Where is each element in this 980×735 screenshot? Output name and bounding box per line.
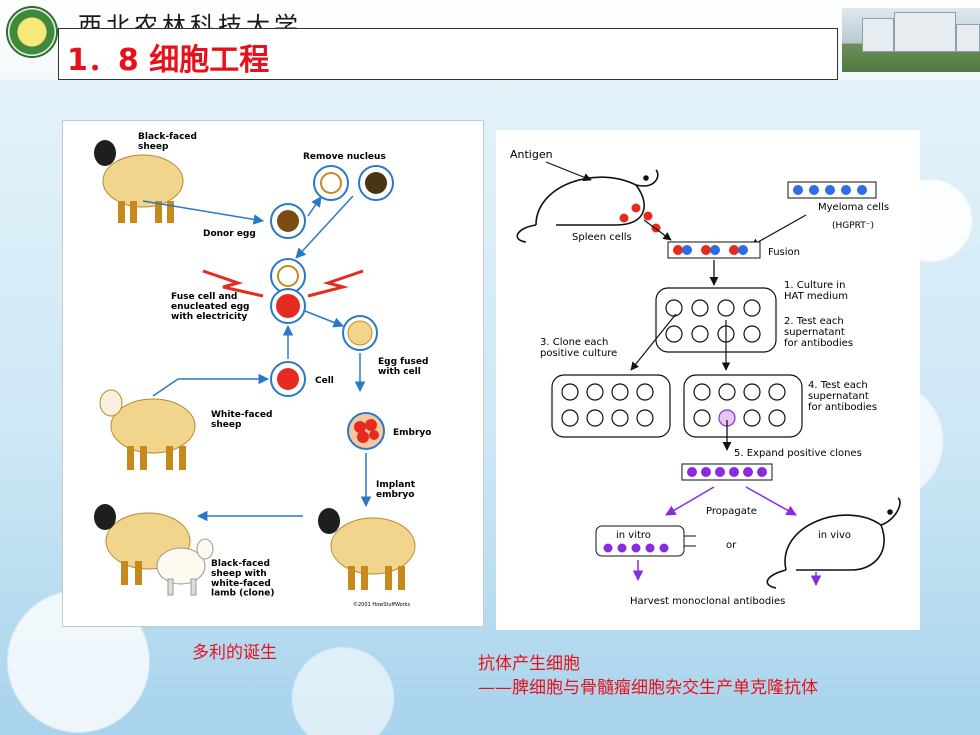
expand-clones-tube [681, 463, 773, 481]
label-remove-nucleus: Remove nucleus [303, 152, 386, 162]
culture-plate-1 [655, 287, 777, 353]
culture-plate-3 [683, 374, 803, 438]
egg-removing-nucleus-icons [313, 165, 394, 201]
donor-egg-icon [270, 203, 306, 239]
label-in-vitro: in vitro [616, 530, 651, 541]
label-line: enucleated egg [171, 302, 250, 312]
label-antigen: Antigen [510, 148, 553, 161]
university-logo-icon [6, 6, 58, 58]
label-line: supernatant [784, 327, 845, 338]
label-line: for antibodies [784, 338, 853, 349]
label-line: with cell [378, 367, 421, 377]
label-hgprt: (HGPRT⁻) [832, 221, 874, 231]
in-vitro-tube [595, 525, 696, 557]
label-embryo: Embryo [393, 428, 431, 438]
caption-antibody-subtitle: ——脾细胞与骨髓瘤细胞杂交生产单克隆抗体 [478, 678, 818, 698]
caption-dolly: 多利的诞生 [192, 643, 277, 663]
label-or: or [726, 540, 737, 551]
label-line: sheep [211, 420, 242, 430]
cell-icon [270, 361, 306, 397]
university-name: 西北农林科技大学 [78, 12, 302, 28]
label-spleen-cells: Spleen cells [572, 232, 632, 243]
embryo-icon [347, 412, 385, 450]
fused-cell-icon [270, 288, 306, 324]
label-donor-egg: Donor egg [203, 229, 256, 239]
label-line: sheep [138, 142, 169, 152]
enucleated-egg-icon [270, 258, 306, 294]
label-harvest: Harvest monoclonal antibodies [630, 596, 785, 607]
surrogate-sheep-icon [318, 508, 416, 590]
slide-title: 1．8 细胞工程 [67, 43, 270, 78]
mouse-bottom-icon [766, 497, 901, 589]
label-myeloma-cells: Myeloma cells [818, 202, 889, 213]
black-faced-sheep-top-icon [94, 140, 184, 223]
copyright-text: ©2001 HowStuffWorks [353, 601, 411, 608]
fusion-tube [667, 241, 761, 259]
label-line: sheep with [211, 569, 267, 579]
label-fusion: Fusion [768, 247, 800, 258]
label-step5: 5. Expand positive clones [734, 448, 862, 459]
white-faced-sheep-icon [99, 389, 196, 470]
caption-antibody-title: 抗体产生细胞 [478, 654, 580, 674]
black-faced-sheep-with-lamb-icon [94, 504, 214, 596]
label-line: with electricity [171, 312, 247, 322]
monoclonal-antibody-diagram: Antigen Spleen cells Myeloma cells (HGPR… [496, 130, 920, 630]
label-cell: Cell [315, 376, 334, 386]
culture-plate-2 [551, 374, 671, 438]
monoclonal-antibody-svg: Antigen Spleen cells Myeloma cells (HGPR… [510, 148, 901, 607]
myeloma-cells-tube [787, 181, 877, 199]
egg-fused-with-cell-icon [342, 315, 378, 351]
label-line: HAT medium [784, 291, 848, 302]
label-propagate: Propagate [706, 506, 757, 517]
campus-building-image [842, 8, 980, 72]
label-line: supernatant [808, 391, 869, 402]
label-in-vivo: in vivo [818, 530, 851, 541]
label-line: embryo [376, 490, 414, 500]
label-line: for antibodies [808, 402, 877, 413]
mouse-top-icon [516, 169, 659, 243]
title-box: 1．8 细胞工程 [58, 28, 838, 80]
label-line: lamb (clone) [211, 589, 274, 599]
label-line: white-faced [211, 579, 271, 589]
label-line: positive culture [540, 348, 617, 359]
